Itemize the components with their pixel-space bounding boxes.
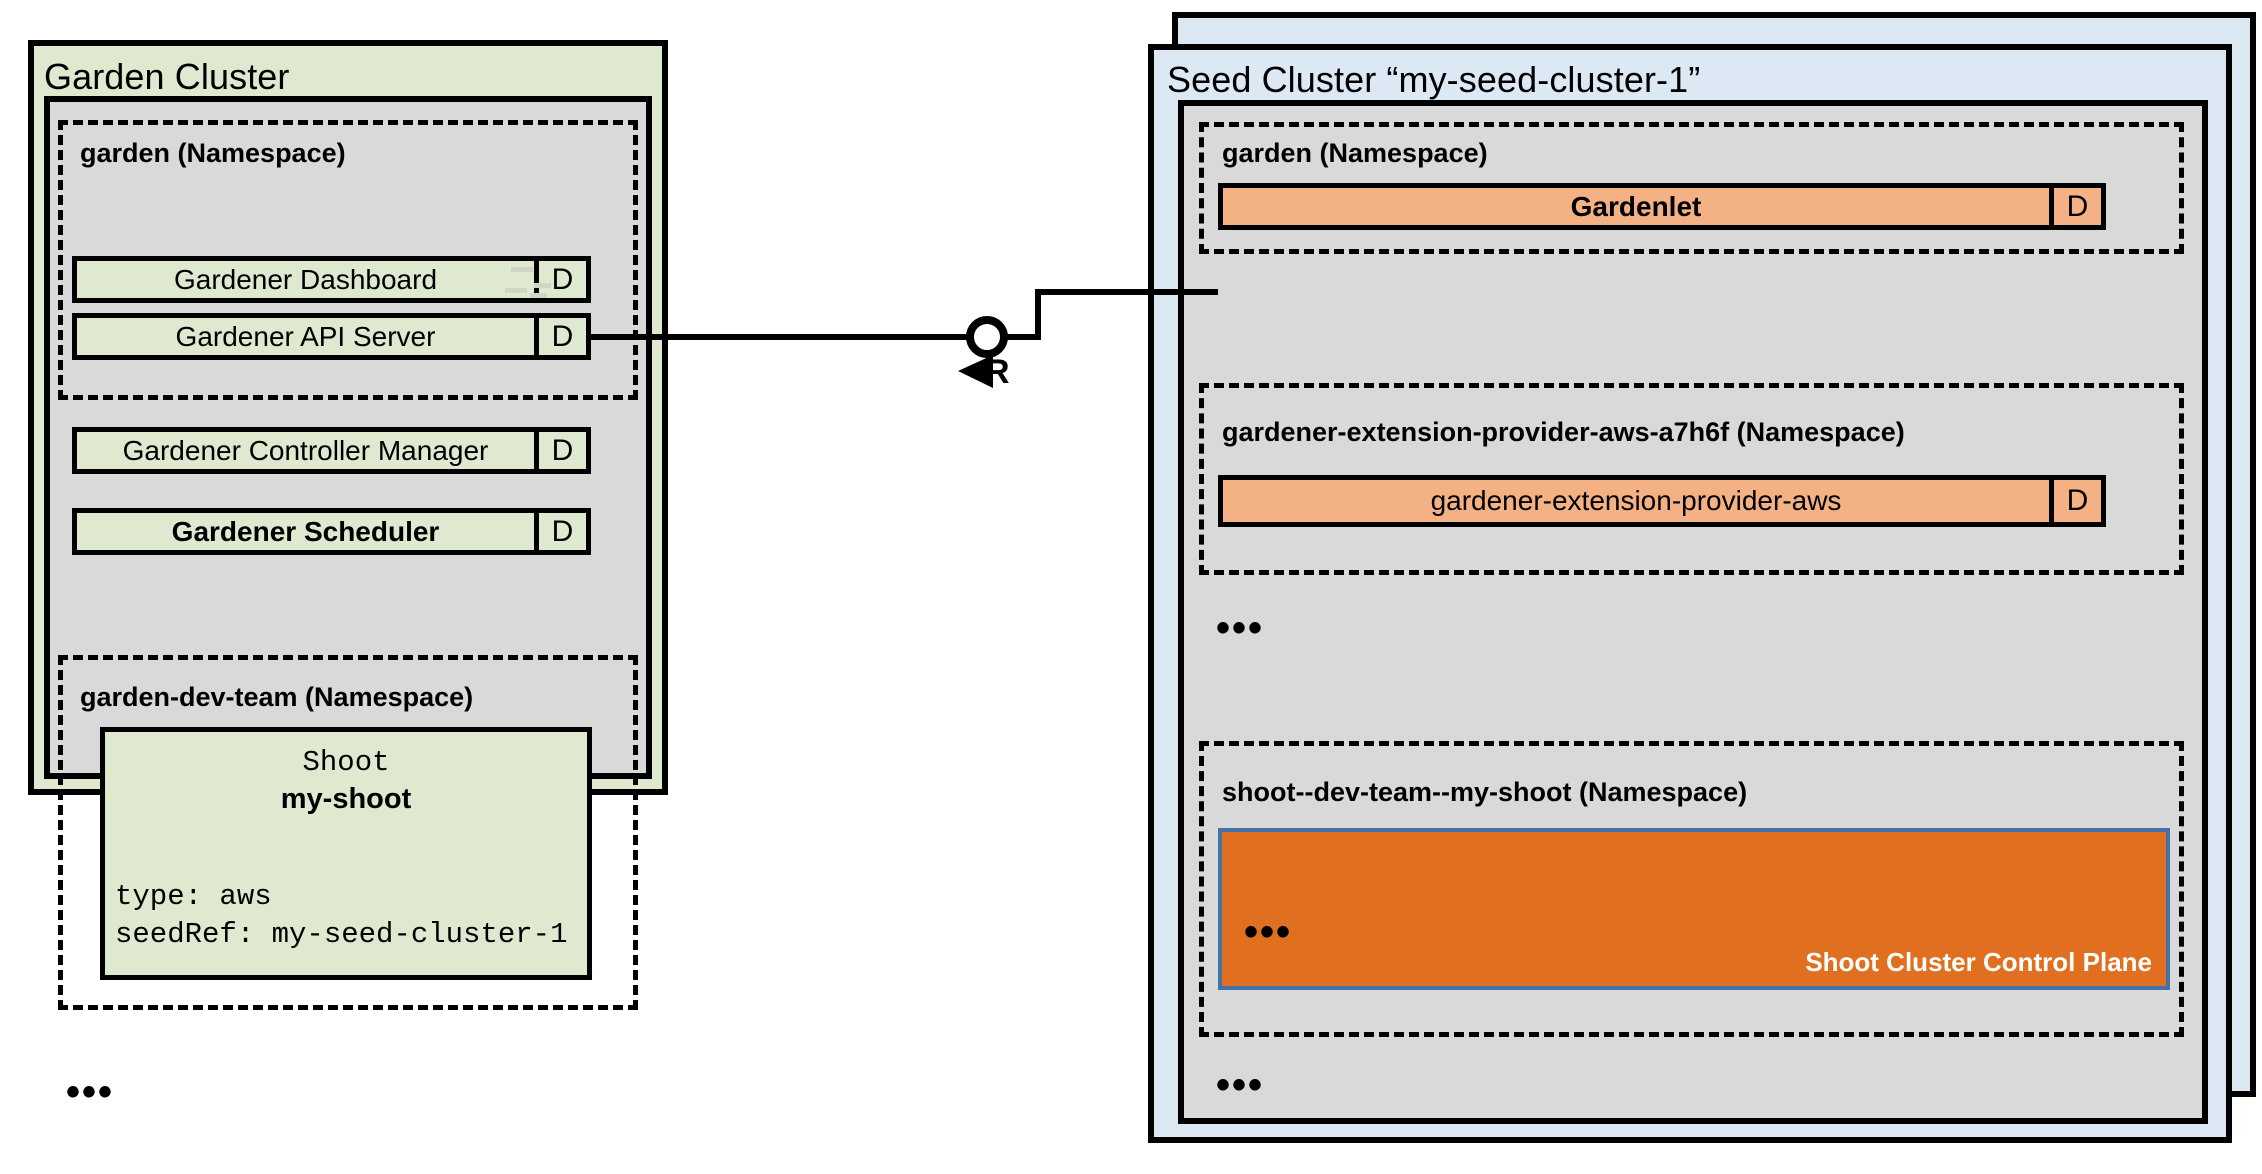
shoot-spec-seedref: seedRef: my-seed-cluster-1: [115, 917, 568, 951]
garden-namespace-dev-team: [58, 655, 638, 1010]
deployment-badge: D: [534, 513, 586, 550]
component-gardener-extension-provider-aws[interactable]: gardener-extension-provider-aws D: [1218, 475, 2106, 527]
component-label: Gardener Scheduler: [171, 515, 440, 547]
render-artifact-mark: [505, 288, 527, 293]
garden-cluster-title: Garden Cluster: [44, 56, 290, 97]
seed-namespace-extension-provider-aws: [1199, 383, 2184, 575]
deployment-badge: D: [534, 318, 586, 355]
seed-cluster-more-indicator-middle: •••: [1216, 606, 1265, 650]
seed-namespace-shoot-dev-team-my-shoot-title: shoot--dev-team--my-shoot (Namespace): [1222, 777, 1748, 807]
garden-namespace-garden-title: garden (Namespace): [80, 138, 346, 168]
deployment-badge: D: [2049, 188, 2101, 225]
component-gardener-controller-manager[interactable]: Gardener Controller Manager D: [72, 427, 591, 474]
connector-label: R: [985, 353, 1010, 391]
component-label: gardener-extension-provider-aws: [1430, 485, 1842, 516]
garden-namespace-dev-team-title: garden-dev-team (Namespace): [80, 682, 474, 712]
deployment-badge: D: [534, 261, 586, 298]
deployment-badge: D: [534, 432, 586, 469]
garden-namespace-garden: [58, 120, 638, 400]
shoot-name-label: my-shoot: [280, 783, 412, 815]
seed-namespace-shoot-dev-team-my-shoot: [1199, 741, 2184, 1037]
component-label: Gardener Dashboard: [173, 263, 438, 295]
component-gardenlet[interactable]: Gardenlet D: [1218, 183, 2106, 230]
seed-namespace-garden-title: garden (Namespace): [1222, 138, 1488, 168]
control-plane-more-indicator: •••: [1244, 910, 1293, 954]
render-artifact-mark: [534, 283, 551, 288]
component-label: Gardener API Server: [175, 320, 436, 352]
shoot-kind-label: Shoot: [302, 746, 390, 779]
component-gardener-dashboard[interactable]: Gardener Dashboard D: [72, 256, 591, 303]
shoot-spec-type: type: aws: [115, 880, 272, 913]
render-artifact-mark: [511, 267, 533, 272]
shoot-resource-card[interactable]: Shoot my-shoot type: aws seedRef: my-see…: [100, 727, 592, 980]
shoot-cluster-control-plane[interactable]: ••• Shoot Cluster Control Plane: [1218, 828, 2170, 990]
seed-cluster-title: Seed Cluster “my-seed-cluster-1”: [1167, 59, 1701, 100]
component-gardener-scheduler[interactable]: Gardener Scheduler D: [72, 508, 591, 555]
control-plane-label: Shoot Cluster Control Plane: [1805, 947, 2152, 977]
garden-cluster-more-indicator: •••: [66, 1070, 115, 1114]
seed-namespace-extension-provider-aws-title: gardener-extension-provider-aws-a7h6f (N…: [1222, 417, 1905, 447]
component-label: Gardener Controller Manager: [122, 434, 489, 466]
connector-socket-circle-icon: [966, 316, 1008, 358]
component-gardener-api-server[interactable]: Gardener API Server D: [72, 313, 591, 360]
seed-namespace-garden: [1199, 122, 2184, 254]
render-artifact-mark: [530, 293, 547, 298]
component-label: Gardenlet: [1570, 190, 1702, 222]
deployment-badge: D: [2049, 480, 2101, 522]
seed-cluster-more-indicator-bottom: •••: [1216, 1063, 1265, 1107]
